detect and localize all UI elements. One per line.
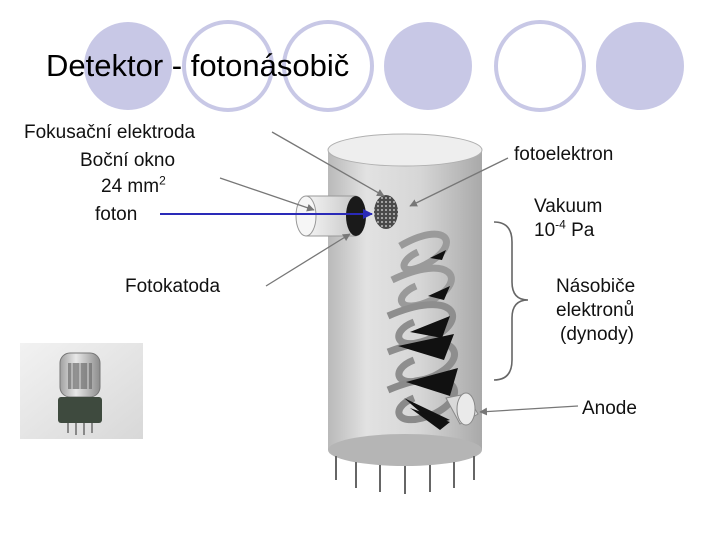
label-pressure-unit: Pa xyxy=(566,220,595,241)
label-anode: Anode xyxy=(582,398,637,419)
label-focusing-electrode: Fokusační elektroda xyxy=(24,122,195,143)
label-photon: foton xyxy=(95,204,137,225)
label-window-area-exp: 2 xyxy=(159,174,166,188)
label-window-area-value: 24 mm xyxy=(101,176,159,197)
label-pressure-base: 10 xyxy=(534,220,555,241)
label-window-area: 24 mm2 xyxy=(101,176,166,197)
label-multiplier-2: elektronů xyxy=(556,300,634,321)
label-photocathode: Fotokatoda xyxy=(125,276,220,297)
label-pressure: 10-4 Pa xyxy=(534,220,594,241)
dynodes-brace xyxy=(494,222,528,380)
label-multiplier-1: Násobiče xyxy=(556,276,635,297)
label-photoelectron: fotoelektron xyxy=(514,144,613,165)
photomultiplier-photo xyxy=(20,343,143,439)
label-vacuum: Vakuum xyxy=(534,196,602,217)
side-window xyxy=(296,196,366,236)
label-pressure-exp: -4 xyxy=(555,218,566,232)
label-side-window: Boční okno xyxy=(80,150,175,171)
focusing-electrode-mesh xyxy=(374,195,398,229)
label-multiplier-3: (dynody) xyxy=(560,324,634,345)
